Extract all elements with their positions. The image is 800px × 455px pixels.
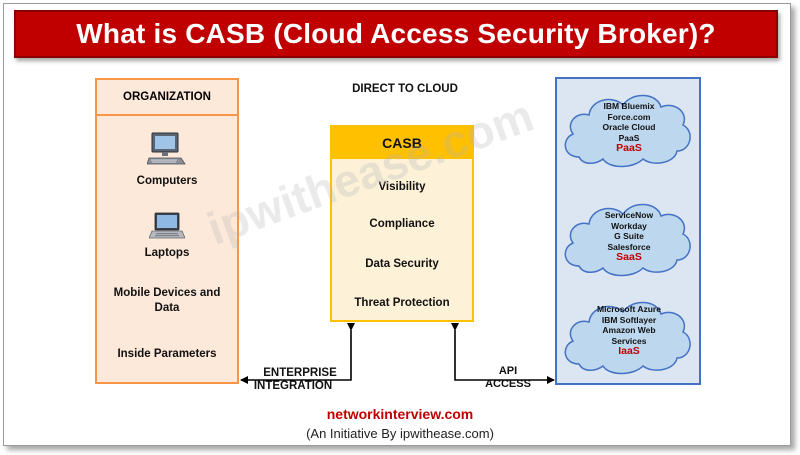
cloud-paas-line-2: Force.com: [607, 111, 651, 122]
cloud-saas-line-3: G Suite: [614, 231, 644, 241]
cloud-iaas-line-4: Services: [611, 335, 647, 346]
enterprise-label-line-2: INTEGRATION: [253, 380, 333, 392]
cloud-saas-line-1: ServiceNow: [604, 210, 654, 220]
cloud-iaas-line-2: IBM Softlayer: [601, 314, 657, 325]
org-item-mobile: Mobile Devices and Data: [113, 287, 221, 314]
title-banner: What is CASB (Cloud Access Security Brok…: [14, 10, 778, 58]
cloud-paas-line-3: Oracle Cloud: [602, 122, 656, 132]
direct-to-cloud-label: DIRECT TO CLOUD: [352, 83, 458, 95]
enterprise-label-line-1: ENTERPRISE: [263, 367, 337, 379]
enterprise-integration-label: ENTERPRISE INTEGRATION: [250, 367, 350, 393]
page-title: What is CASB (Cloud Access Security Brok…: [76, 18, 716, 49]
api-label-line-1: API: [498, 365, 518, 377]
organization-box: ORGANIZATION Computers Laptops Mobile De…: [95, 78, 239, 384]
casb-feature-compliance: Compliance: [369, 218, 435, 230]
casb-feature-threat-protection: Threat Protection: [354, 297, 450, 309]
cloud-paas: IBM Bluemix Force.com Oracle Cloud PaaS …: [557, 87, 703, 169]
organization-header: ORGANIZATION: [97, 80, 237, 116]
cloud-saas-line-2: Workday: [611, 220, 647, 231]
cloud-shape-icon: [564, 94, 691, 168]
cloud-iaas-line-1: Microsoft Azure: [597, 304, 661, 314]
org-item-computers: Computers: [136, 175, 198, 187]
cloud-iaas-line-3: Amazon Web: [602, 325, 656, 335]
cloud-saas: ServiceNow Workday G Suite Salesforce Sa…: [557, 196, 703, 278]
org-item-laptops: Laptops: [144, 247, 190, 259]
casb-feature-data-security: Data Security: [365, 258, 439, 270]
cloud-paas-line-1: IBM Bluemix: [603, 101, 655, 111]
org-item-inside-parameters: Inside Parameters: [117, 348, 217, 360]
cloud-services-panel: IBM Bluemix Force.com Oracle Cloud PaaS …: [555, 77, 701, 385]
cloud-shape-icon: [564, 301, 691, 375]
api-access-arrow: [451, 323, 555, 384]
footer-initiative: (An Initiative By ipwithease.com): [306, 426, 494, 441]
cloud-shape-icon: [564, 203, 691, 277]
desktop-computer-icon: [147, 132, 186, 165]
footer-site: networkinterview.com: [326, 406, 474, 422]
cloud-iaas-tag: IaaS: [618, 345, 640, 357]
enterprise-integration-arrow: [240, 323, 355, 384]
casb-box: CASB Visibility Compliance Data Security…: [330, 125, 474, 322]
laptop-icon: [149, 212, 185, 239]
casb-feature-visibility: Visibility: [378, 181, 426, 193]
api-label-line-2: ACCESS: [485, 378, 531, 390]
cloud-saas-tag: SaaS: [616, 251, 642, 263]
cloud-saas-line-4: Salesforce: [607, 241, 651, 252]
cloud-iaas: Microsoft Azure IBM Softlayer Amazon Web…: [557, 294, 703, 376]
cloud-paas-line-4: PaaS: [618, 132, 640, 143]
casb-header: CASB: [332, 127, 472, 159]
api-access-label: API ACCESS: [478, 365, 538, 391]
cloud-paas-tag: PaaS: [616, 142, 642, 154]
